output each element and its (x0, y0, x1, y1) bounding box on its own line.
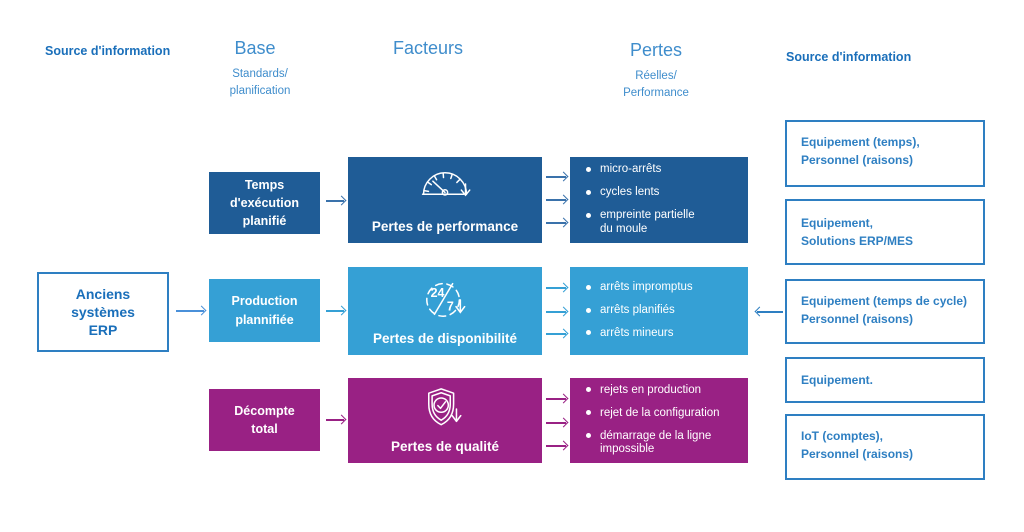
bullet-icon (586, 166, 591, 172)
svg-text:7: 7 (447, 299, 454, 313)
arrow-base-to-factor (326, 310, 344, 312)
arrow-factor-to-losses (546, 176, 566, 178)
loss-item: démarrage de la ligne impossible (586, 430, 742, 458)
erp-legacy-systems-box: Anciens systèmes ERP (37, 272, 169, 352)
loss-item: rejets en production (586, 384, 742, 398)
arrow-factor-to-losses (546, 287, 566, 289)
arrow-factor-to-losses (546, 445, 566, 447)
bullet-icon (586, 387, 591, 393)
arrow-factor-to-losses (546, 333, 566, 335)
bullet-icon (586, 433, 591, 438)
arrow-factor-to-losses (546, 398, 566, 400)
loss-item: empreinte partielle du moule (586, 209, 742, 237)
header-pertes: Pertes (629, 40, 683, 60)
loss-item: micro-arrêts (586, 163, 742, 177)
loss-item: arrêts impromptus (586, 281, 742, 295)
bullet-icon (586, 212, 591, 218)
bullet-icon (586, 284, 591, 290)
arrow-erp-to-production (176, 310, 204, 312)
header-source-right: Source d'information (786, 50, 912, 64)
base-box-decompte-total: Décompte total (209, 389, 320, 451)
source-box-iot-personnel: IoT (comptes), Personnel (raisons) (785, 414, 985, 480)
header-base-subtitle: Standards/ planification (229, 68, 291, 98)
arrow-base-to-factor (326, 200, 344, 202)
arrow-factor-to-losses (546, 222, 566, 224)
factor-box-qualite: Pertes de qualité (348, 378, 542, 463)
arrow-factor-to-losses (546, 199, 566, 201)
bullet-icon (586, 410, 591, 416)
source-box-equipement-erp-mes: Equipement, Solutions ERP/MES (785, 199, 985, 265)
loss-item: cycles lents (586, 186, 742, 200)
arrow-base-to-factor (326, 419, 344, 421)
base-box-production-plannifiee: Production plannifiée (209, 279, 320, 342)
shield-check-icon (424, 386, 466, 430)
bullet-icon (586, 189, 591, 195)
arrow-factor-to-losses (546, 311, 566, 313)
source-box-equipement: Equipement. (785, 357, 985, 403)
loss-item: arrêts mineurs (586, 327, 742, 341)
source-box-equipement-cycle-personnel: Equipement (temps de cycle) Personnel (r… (785, 279, 985, 344)
24-7-clock-icon: 24 7 (418, 275, 472, 321)
arrow-factor-to-losses (546, 422, 566, 424)
bullet-icon (586, 330, 591, 336)
loss-item: rejet de la configuration (586, 407, 742, 421)
arrow-source-to-losses (757, 311, 783, 313)
losses-box-qualite: rejets en production rejet de la configu… (570, 378, 748, 463)
header-base: Base (234, 38, 276, 58)
bullet-icon (586, 307, 591, 313)
factor-label: Pertes de qualité (390, 439, 500, 454)
factor-label: Pertes de disponibilité (372, 331, 518, 346)
header-pertes-subtitle: Réelles/ Performance (623, 70, 689, 100)
svg-text:24: 24 (431, 286, 445, 300)
losses-box-performance: micro-arrêts cycles lents empreinte part… (570, 157, 748, 243)
factor-box-disponibilite: 24 7 Pertes de disponibilité (348, 267, 542, 355)
base-box-temps-execution: Temps d'exécution planifié (209, 172, 320, 234)
factor-box-performance: Pertes de performance (348, 157, 542, 243)
header-facteurs: Facteurs (392, 38, 464, 58)
source-box-equipement-temps-personnel: Equipement (temps), Personnel (raisons) (785, 120, 985, 187)
factor-label: Pertes de performance (371, 219, 519, 234)
gauge-icon (417, 165, 473, 203)
loss-item: arrêts planifiés (586, 304, 742, 318)
losses-box-disponibilite: arrêts impromptus arrêts planifiés arrêt… (570, 267, 748, 355)
header-source-left: Source d'information (45, 44, 171, 58)
